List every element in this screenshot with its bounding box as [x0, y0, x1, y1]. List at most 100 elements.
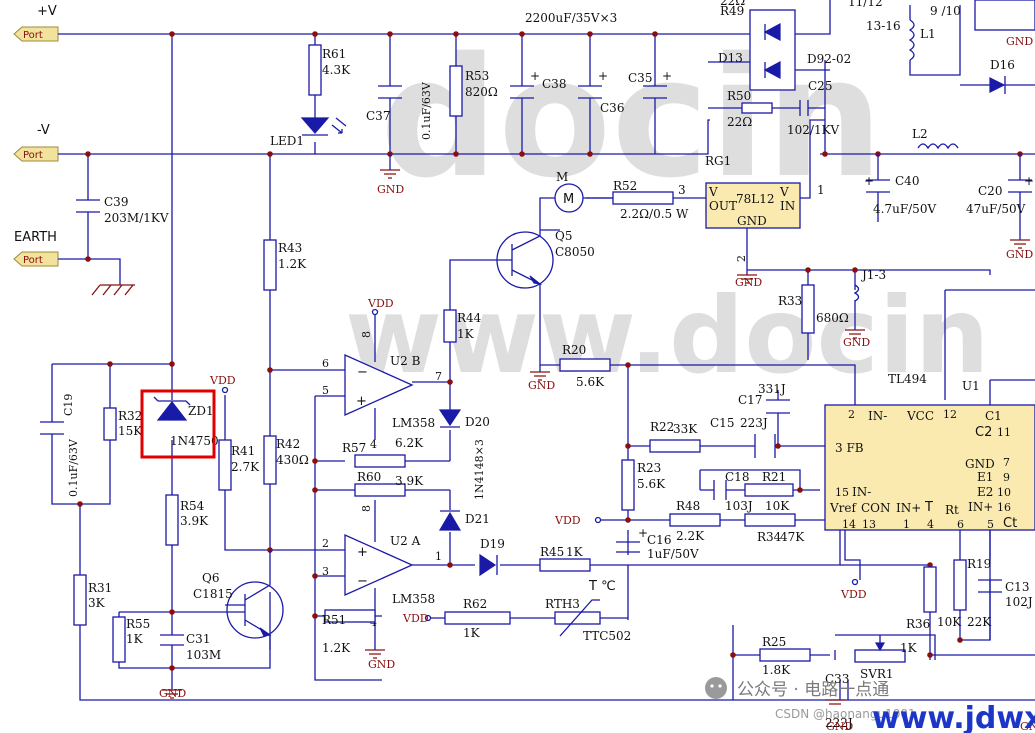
tl494-body: [824, 404, 1035, 531]
svg-text:−: −: [357, 365, 368, 380]
label-R51-value: 1.2K: [322, 641, 351, 655]
label-TC: T ℃: [588, 579, 616, 594]
R33-J13: R33 680Ω J1-3 GND: [778, 268, 886, 349]
label-gnd-c20: GND: [1006, 248, 1033, 261]
label-pin1u: 1: [903, 518, 910, 531]
resistor-R43: [263, 239, 277, 291]
resistor-R31: [73, 574, 87, 626]
label-C39-value: 203M/1KV: [104, 211, 169, 225]
svg-text:+: +: [638, 526, 648, 540]
label-R43: R43: [278, 241, 302, 255]
timing-section: R36 10K R19 22K C13 102J R25 1.8K SVR1 1…: [759, 557, 1033, 730]
label-R22-value: 33K: [673, 422, 698, 436]
opamp-U2A: + − 8 U2 A LM358 2 3 1 4 GND: [322, 500, 442, 671]
site-watermark: www.jdwx.cn: [872, 701, 1035, 733]
label-C13-value: 102J: [1005, 595, 1033, 609]
wires: [51, 33, 1035, 701]
label-reg-GND: GND: [737, 214, 767, 228]
port-earth-tag: Port: [23, 255, 43, 266]
resistor-R48: [669, 513, 721, 527]
label-Q5-value: C8050: [555, 245, 595, 259]
label-R57-value: 6.2K: [395, 436, 424, 450]
label-C19: C19: [62, 394, 75, 416]
port-earth-label: EARTH: [14, 230, 57, 245]
bridge-diode-d92: [749, 9, 796, 91]
label-reg-V2: V: [779, 185, 789, 199]
label-pin1: 1: [817, 183, 825, 197]
svg-text:+: +: [357, 545, 368, 560]
resistor-R57: [354, 454, 406, 468]
label-R20-value: 5.6K: [576, 375, 605, 389]
label-pin13: 13: [862, 518, 876, 531]
label-R25-value: 1.8K: [762, 663, 791, 677]
label-D92: D92-02: [807, 52, 851, 66]
label-C33-value: 222J: [825, 716, 853, 730]
label-R33-value: 680Ω: [816, 311, 849, 325]
resistor-R62: [444, 611, 511, 625]
label-R53-value: 820Ω: [465, 85, 498, 99]
label-D20: D20: [465, 415, 490, 429]
label-R32-value: 15K: [118, 424, 143, 438]
label-R23-value: 5.6K: [637, 477, 666, 491]
label-C18-value: 103J: [725, 499, 753, 513]
port-vminus-label: -V: [37, 123, 50, 138]
label-Vref: Vref: [829, 501, 858, 515]
label-u2a-p1: 1: [435, 550, 442, 563]
resistor-R55: [112, 616, 126, 663]
label-R23: R23: [637, 461, 661, 475]
csdn-tag: CSDN @haonangu1001: [775, 707, 916, 721]
D19-R45: D19 R45 1K: [479, 537, 591, 577]
label-E2: E2: [977, 485, 993, 499]
transistor-Q6: [226, 581, 284, 639]
compensation-network: C17 331J R22 33K C15 223J C18 103J R21 1…: [554, 382, 805, 561]
label-C19-value: 0.1uF/63V: [67, 438, 80, 497]
label-reg-name: 78L12: [736, 192, 775, 206]
label-IN-minus: IN-: [868, 409, 887, 423]
label-R45: R45: [540, 545, 564, 559]
label-pin16: 16: [997, 501, 1011, 514]
resistor-R32: [103, 407, 117, 441]
label-R60-value: 3.9K: [395, 474, 424, 488]
resistor-R23: [621, 459, 635, 511]
label-gnd-bottom-right: GND: [1020, 720, 1035, 733]
label-R62-value: 1K: [463, 626, 481, 640]
label-u2b-p4: 4: [370, 438, 377, 451]
label-Ct: Ct: [1003, 516, 1017, 531]
label-R34-value: 47K: [780, 530, 805, 544]
label-R19: R19: [967, 557, 991, 571]
label-u2b-p8: 8: [360, 331, 373, 338]
zd1-highlight-box: [140, 389, 216, 459]
label-R34: R34: [757, 530, 782, 544]
label-U2B: U2 B: [390, 354, 421, 368]
label-pin6u: 6: [957, 518, 964, 531]
label-C35: C35: [628, 71, 652, 85]
regulator-78L12: [705, 182, 801, 229]
label-C38-plus: +: [530, 69, 540, 83]
label-R43-value: 1.2K: [278, 257, 307, 271]
label-C31: C31: [186, 632, 210, 646]
label-u2b-p5: 5: [322, 384, 329, 397]
label-vdd-u2b: VDD: [367, 297, 394, 310]
label-C15: C15: [710, 416, 734, 430]
port-vplus-tag: Port: [23, 30, 43, 41]
label-gnd-bottom: GND: [826, 720, 853, 733]
label-vdd-r48: VDD: [554, 514, 581, 527]
zener-ZD1: [156, 401, 188, 421]
label-R22: R22: [650, 420, 674, 434]
wechat-icon: [705, 677, 727, 699]
label-R52-value: 2.2Ω/0.5 W: [620, 207, 689, 221]
resistor-R50: [741, 102, 773, 114]
label-R62: R62: [463, 597, 487, 611]
label-D19: D19: [480, 537, 505, 551]
label-ZD1-value: 1N4750: [170, 434, 219, 448]
transistor-Q5: Q5 C8050: [496, 229, 595, 300]
potentiometer-SVR1: [854, 649, 906, 663]
bottom-watermarks: 公众号 · 电路一点通 CSDN @haonangu1001 www.jdwx.…: [705, 677, 1035, 733]
label-C39: C39: [104, 195, 128, 209]
label-u2b-p7: 7: [435, 370, 442, 383]
label-R61: R61: [322, 47, 346, 61]
label-R54: R54: [180, 499, 205, 513]
label-C40-value: 4.7uF/50V: [873, 202, 936, 216]
label-FB: 3 FB: [835, 441, 864, 455]
label-R21-value: 10K: [765, 499, 790, 513]
